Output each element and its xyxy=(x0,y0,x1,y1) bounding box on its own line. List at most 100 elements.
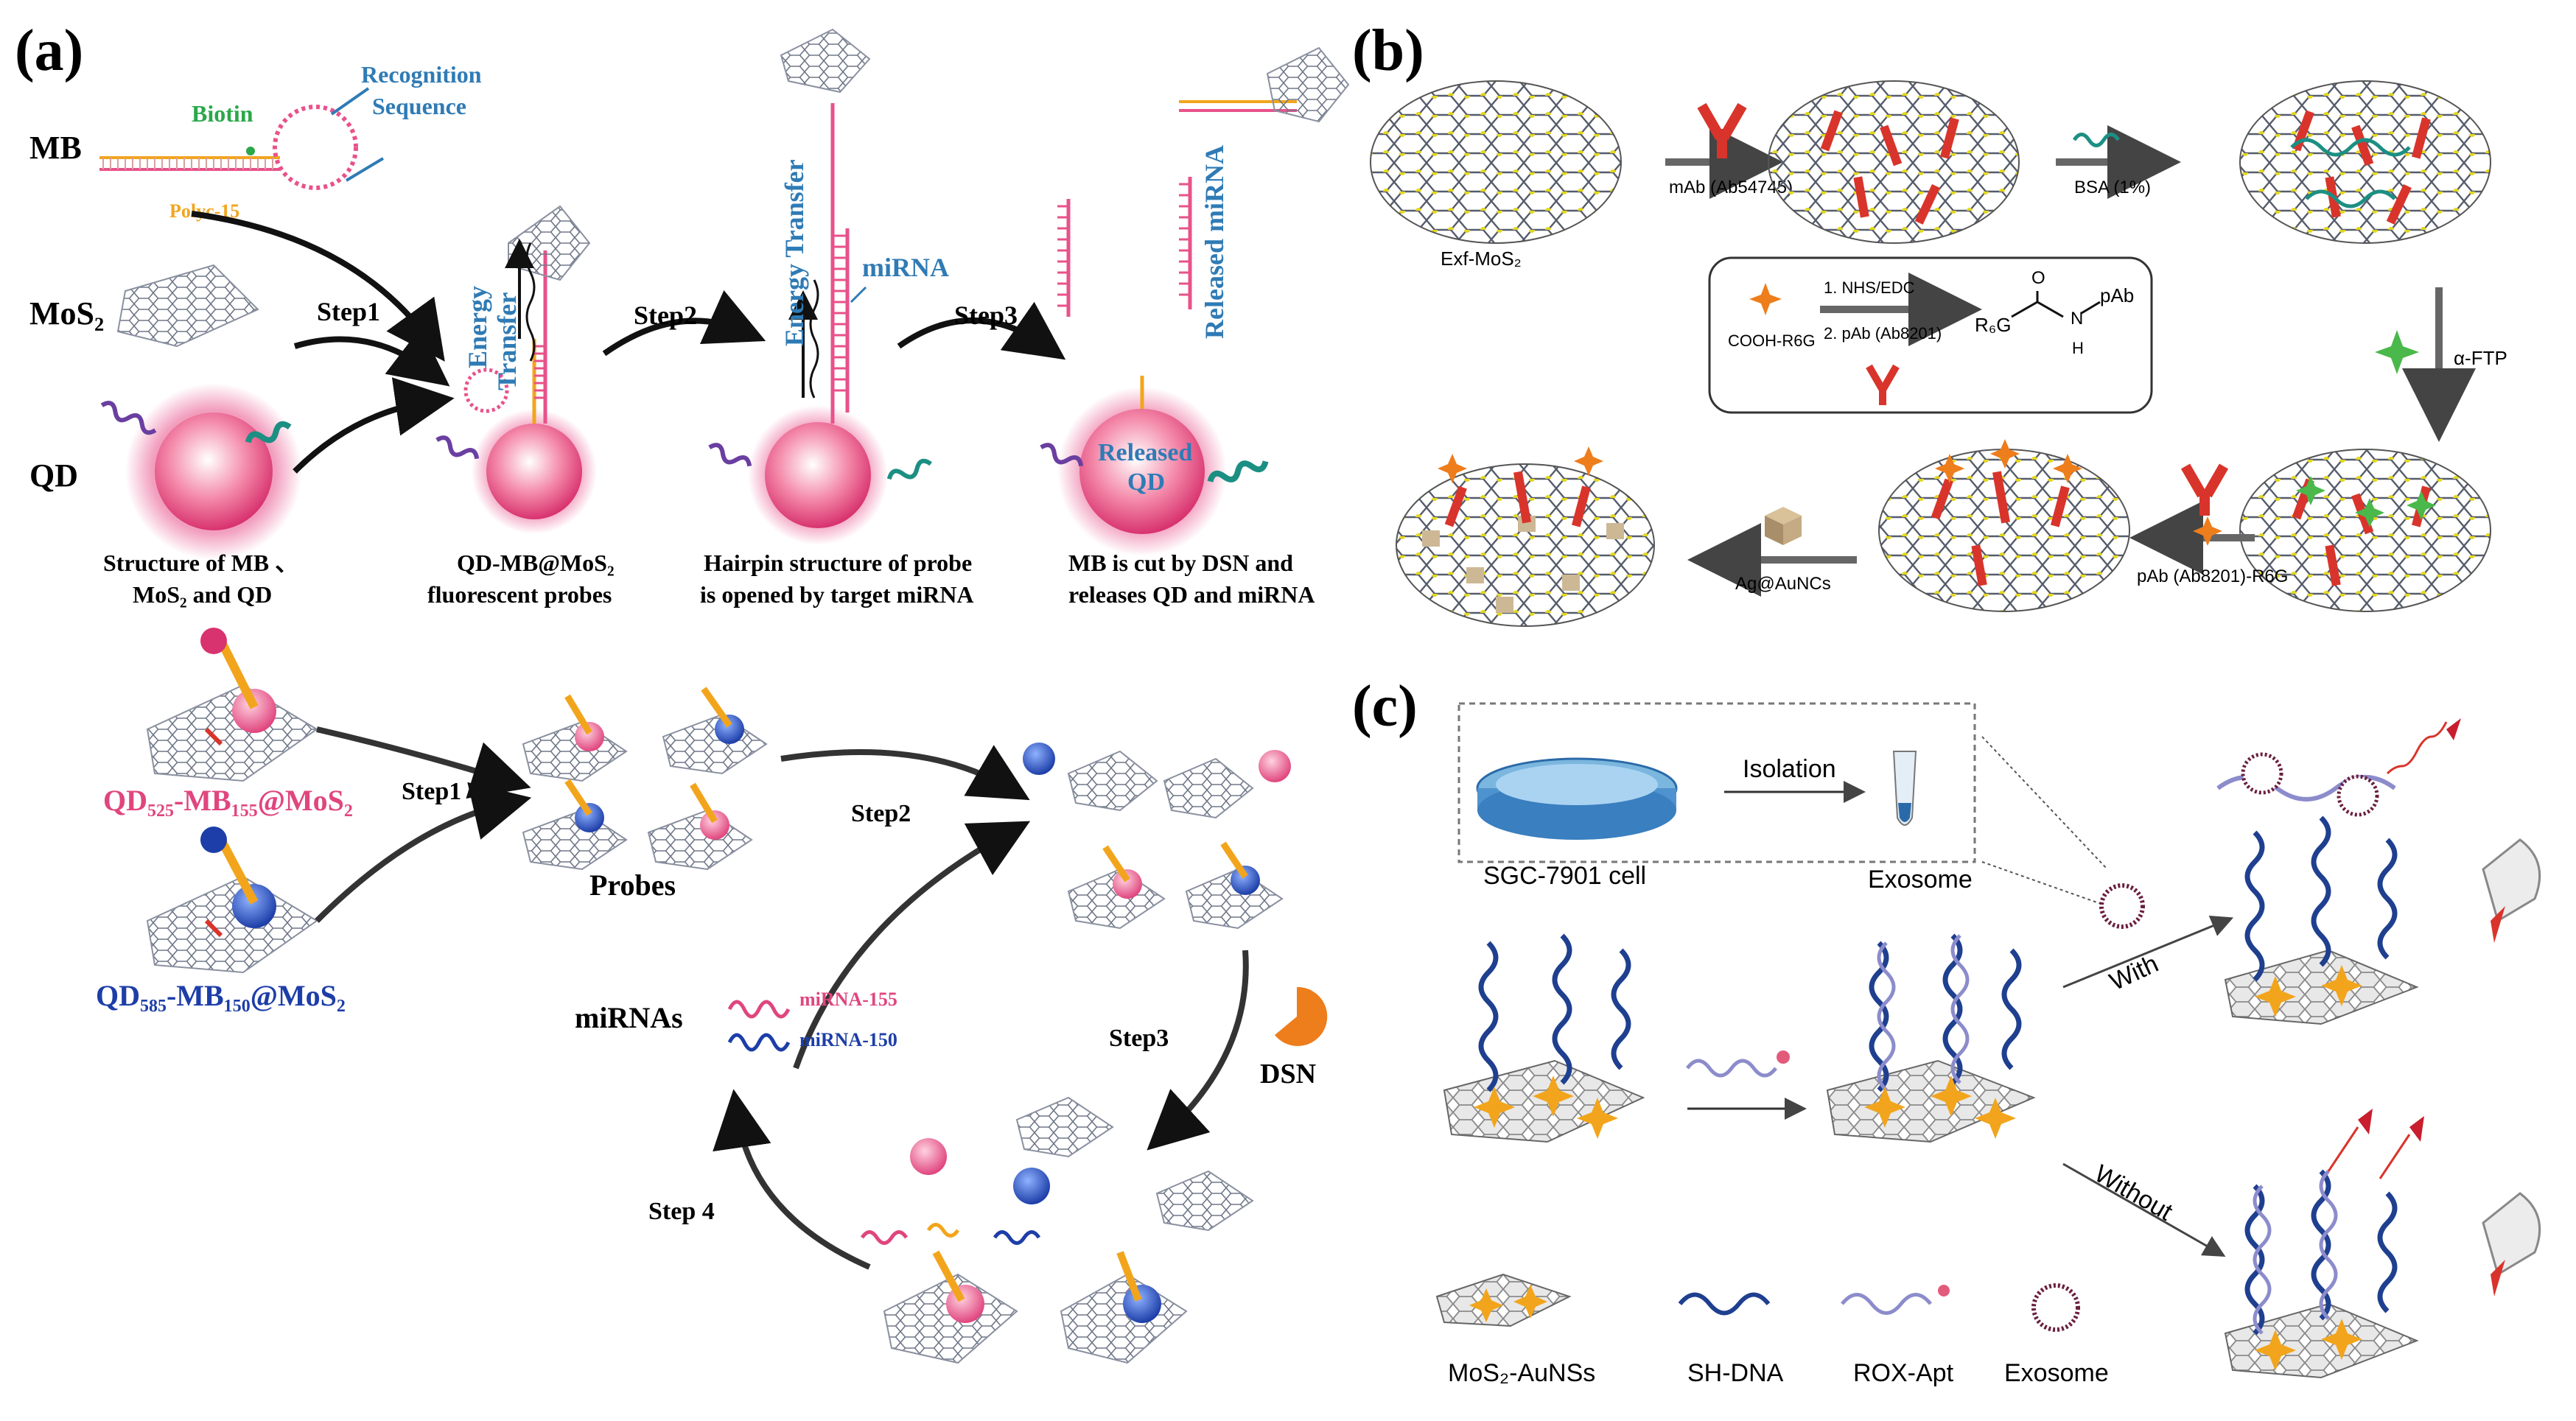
probe-525-label: QD₅₂₅-MB₁₅₅@MoS₂ xyxy=(103,784,353,817)
pab-r6g-antibody-icon xyxy=(2180,463,2229,516)
panel-a-label: (a) xyxy=(15,18,83,83)
exosome-icon-top xyxy=(2099,883,2145,929)
caption-dsn-2: releases QD and miRNA xyxy=(1068,581,1315,608)
b-step3-label: Step3 xyxy=(1109,1025,1169,1052)
with-label: With xyxy=(2105,950,2163,996)
carbonyl-o-label: O xyxy=(2031,268,2045,288)
released-products xyxy=(1040,46,1350,556)
legend-exosome-icon xyxy=(2031,1283,2080,1332)
legend-sh-label: SH-DNA xyxy=(1687,1359,1784,1387)
pab-sheet xyxy=(1878,449,2130,612)
sh-dna-sheet xyxy=(1443,933,1645,1143)
petri-dish-icon xyxy=(1476,757,1678,840)
dsn-enzyme-icon xyxy=(1275,986,1328,1046)
caption-structure-2: MoS₂ and QD xyxy=(133,581,272,608)
detector-icon-top xyxy=(2482,838,2541,943)
pab-r6g-label: pAb (Ab8201)-R6G xyxy=(2137,566,2288,586)
b-step3-arrow xyxy=(1147,950,1249,1151)
mirna-label: miRNA xyxy=(862,253,949,282)
b-step2-arrow xyxy=(780,745,1030,801)
step1-label: Step1 xyxy=(317,297,380,326)
biotin-label: Biotin xyxy=(192,100,253,127)
panel-b: (b) Exf-MoS₂ mAb (Ab54745) BSA (1%) xyxy=(1352,18,2507,627)
cut-cluster xyxy=(860,1096,1254,1364)
mirna-150-label: miRNA-150 xyxy=(799,1029,897,1050)
exf-mos2-label: Exf-MoS₂ xyxy=(1441,248,1522,270)
caption-hairpin-2: is opened by target miRNA xyxy=(700,581,974,608)
b-step4-arrow xyxy=(713,1089,871,1270)
rox-apt-strand xyxy=(1686,1059,1777,1078)
released-qd-label-1: Released xyxy=(1098,439,1193,466)
probe-585 xyxy=(146,827,318,974)
b-step4-label: Step 4 xyxy=(648,1198,715,1225)
probe-525 xyxy=(146,628,318,782)
hybridized-cluster xyxy=(1023,743,1291,930)
caption-probe-1: QD-MB@MoS₂ xyxy=(457,550,615,576)
mab-antibody-icon xyxy=(1697,102,1747,158)
nhs-label: 1. NHS/EDC xyxy=(1824,278,1915,297)
panel-a-bottom: QD₅₂₅-MB₁₅₅@MoS₂ QD₅₈₅-MB₁₅₀@MoS₂ Step1 xyxy=(96,628,1328,1364)
with-result-sheet xyxy=(2216,718,2461,1025)
isolation-box xyxy=(1457,702,1976,863)
step3-arrow xyxy=(897,301,1066,360)
without-arrow xyxy=(2062,1162,2226,1257)
recognition-label-1: Recognition xyxy=(361,61,482,88)
probes-label: Probes xyxy=(589,869,676,902)
amide-h-label: H xyxy=(2072,339,2084,357)
caption-structure-1: Structure of MB 、 xyxy=(103,550,298,576)
legend-rox-apt-icon xyxy=(1841,1293,1932,1315)
step3-label: Step3 xyxy=(954,301,1018,330)
bsa-icon xyxy=(2072,133,2121,147)
apt-bound-sheet xyxy=(1826,933,2036,1143)
legend-exo-label: Exosome xyxy=(2004,1359,2109,1387)
mirna-155-label: miRNA-155 xyxy=(799,989,897,1010)
caption-hairpin-1: Hairpin structure of probe xyxy=(704,550,972,576)
afp-label: α-FTP xyxy=(2454,347,2507,369)
probe-585-label: QD₅₈₅-MB₁₅₀@MoS₂ xyxy=(96,979,346,1012)
b-step2-label: Step2 xyxy=(851,800,911,827)
ag-label: Ag@AuNCs xyxy=(1735,574,1831,594)
final-sheet-cubes xyxy=(1422,516,1624,613)
qd-quantum-dot xyxy=(100,383,302,560)
probes-cluster xyxy=(522,687,768,871)
probe-assembled xyxy=(435,205,597,534)
caption-probe-2: fluorescent probes xyxy=(427,581,612,608)
tube-icon xyxy=(1892,751,1917,826)
recognition-label-2: Sequence xyxy=(372,93,466,119)
dsn-label: DSN xyxy=(1260,1059,1316,1090)
step1-arrow-mid xyxy=(293,327,450,387)
legend-mos2-aunss xyxy=(1435,1273,1572,1327)
with-arrow xyxy=(2062,915,2234,989)
amide-n-label: N xyxy=(2071,309,2083,329)
row-label-mos2: MoS₂ xyxy=(29,295,104,331)
without-label: Without xyxy=(2090,1159,2177,1227)
energy-label-2: Transfer xyxy=(492,292,522,390)
ag-aunc-cube-icon xyxy=(1765,507,1802,545)
panel-b-label: (b) xyxy=(1352,18,1424,83)
pab-chem-label: pAb xyxy=(2100,284,2134,306)
afp-antigen-icon xyxy=(2375,330,2419,374)
r6g-dye-icon xyxy=(1749,283,1782,315)
mirnas-label: miRNAs xyxy=(575,1001,683,1034)
panel-a: (a) MB MoS₂ QD Biotin Recognition Sequen… xyxy=(15,18,1350,608)
step2-label: Step2 xyxy=(634,301,697,330)
panel-c-label: (c) xyxy=(1352,674,1418,739)
step2-arrow xyxy=(602,290,766,357)
detector-icon-bottom xyxy=(2482,1192,2541,1297)
without-result-sheet xyxy=(2224,1109,2424,1379)
energy-transfer-label: Energy Transfer xyxy=(780,159,809,346)
mab-sheet-antibodies xyxy=(1820,110,1959,225)
b-recycle-arrow xyxy=(793,821,1031,1070)
released-qd-label-2: QD xyxy=(1127,469,1165,496)
mb-molecular-beacon xyxy=(99,87,385,190)
pab-conj-antibody-icon xyxy=(1866,364,1900,405)
legend-mos2-label: MoS₂-AuNSs xyxy=(1448,1359,1595,1387)
step1-arrow-bot xyxy=(293,377,455,474)
exf-mos2-sheet xyxy=(1370,80,1622,244)
r6g-label: R₆G xyxy=(1975,314,2012,336)
probe-opened xyxy=(708,28,932,545)
step1-arrow-top xyxy=(191,211,445,362)
cooh-r6g-label: COOH-R6G xyxy=(1728,331,1816,350)
mirna-155-strand xyxy=(727,1000,791,1019)
